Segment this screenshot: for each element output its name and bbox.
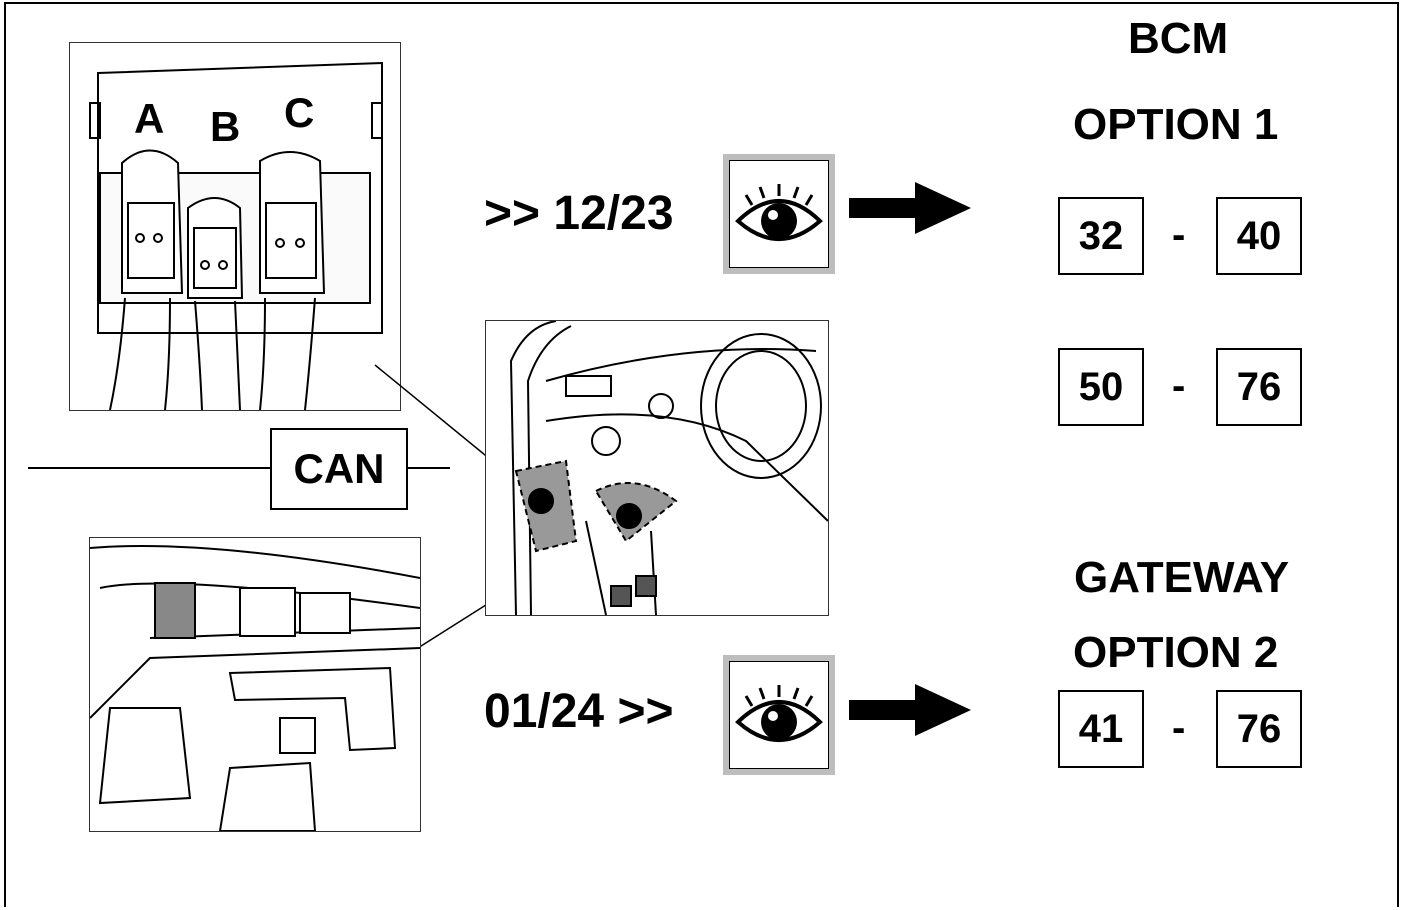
arrow-right-icon — [845, 682, 975, 738]
fusebox-detail-panel — [89, 537, 421, 832]
dashboard-illustration — [486, 321, 828, 615]
inspect-icon-frame-2 — [723, 655, 835, 775]
eye-icon — [730, 662, 828, 768]
range-box-from: 50 — [1058, 348, 1144, 426]
range-box-from: 32 — [1058, 197, 1144, 275]
module-title-bcm: BCM — [1128, 14, 1228, 64]
range-box-to: 40 — [1216, 197, 1302, 275]
dashboard-panel — [485, 320, 829, 616]
eye-icon — [730, 161, 828, 267]
fusebox-illustration — [90, 538, 420, 831]
range-box-to: 76 — [1216, 348, 1302, 426]
date-range-end: 01/24 >> — [484, 684, 674, 739]
range-separator: - — [1172, 364, 1185, 409]
range-separator: - — [1172, 706, 1185, 751]
range-box-to: 76 — [1216, 690, 1302, 768]
range-box-from: 41 — [1058, 690, 1144, 768]
range-separator: - — [1172, 213, 1185, 258]
date-range-start: >> 12/23 — [484, 186, 674, 241]
can-label: CAN — [270, 428, 408, 510]
option-label-1: OPTION 1 — [1073, 100, 1278, 150]
inspect-icon-frame-1 — [723, 154, 835, 274]
option-label-2: OPTION 2 — [1073, 628, 1278, 678]
module-title-gateway: GATEWAY — [1074, 553, 1289, 603]
arrow-right-icon — [845, 180, 975, 236]
